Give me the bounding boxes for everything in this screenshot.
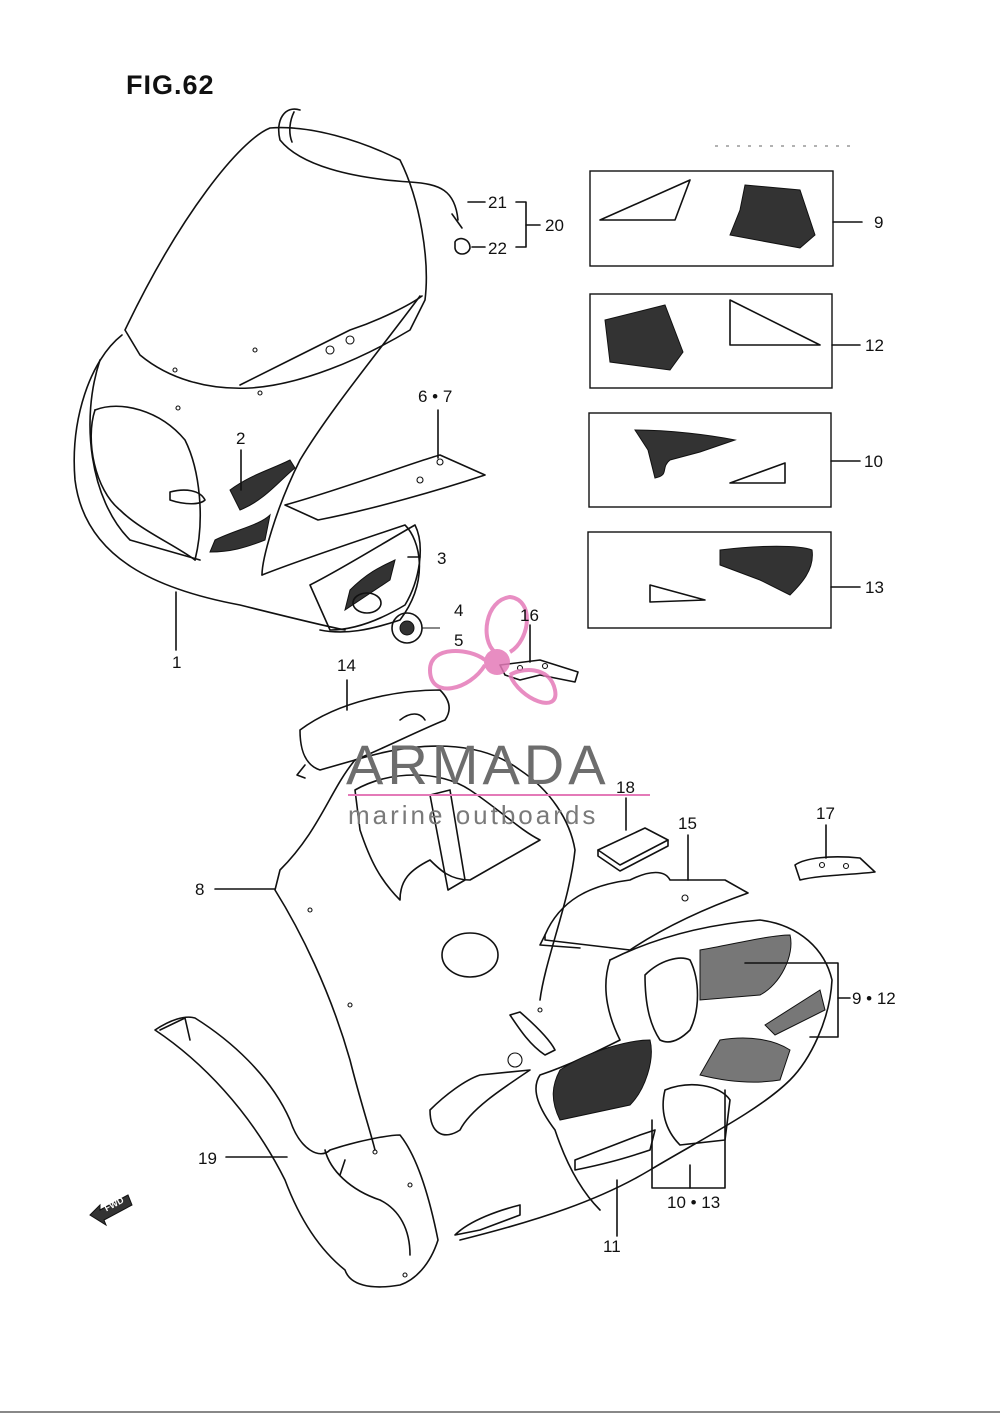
watermark-tagline: marine outboards (348, 800, 599, 830)
cover-part-15 (539, 834, 749, 951)
callout-19: 19 (198, 1149, 217, 1168)
callout-5: 5 (454, 631, 464, 650)
propeller-icon (427, 594, 558, 705)
watermark-brand: ARMADA (346, 733, 610, 796)
screw-part-22 (454, 237, 471, 255)
decal-box-9 (589, 170, 863, 267)
decal-box-13 (587, 531, 861, 629)
callout-13: 13 (865, 578, 884, 597)
decal-part-2 (209, 449, 296, 553)
side-cover-part-3 (309, 524, 421, 631)
bracket-part-17 (794, 824, 876, 881)
callout-20: 20 (545, 216, 564, 235)
callout-10: 10 (864, 452, 883, 471)
callout-15: 15 (678, 814, 697, 833)
forward-arrow-icon (89, 1194, 133, 1227)
callout-22: 22 (488, 239, 507, 258)
callout-9-12: 9 • 12 (852, 989, 896, 1008)
callout-18: 18 (616, 778, 635, 797)
cover-plate-6-7 (284, 409, 486, 521)
figure-title: FIG.62 (126, 70, 215, 100)
callout-1: 1 (172, 653, 182, 672)
callout-6-7: 6 • 7 (418, 387, 453, 406)
callout-4: 4 (454, 601, 464, 620)
callout-17: 17 (816, 804, 835, 823)
callout-9: 9 (874, 213, 884, 232)
under-panel-part-19 (154, 1016, 439, 1288)
callout-3: 3 (437, 549, 447, 568)
grommet-part-4-5 (391, 612, 440, 644)
windscreen-trim (278, 108, 463, 229)
middle-cowling-part-8 (214, 745, 576, 1151)
pad-part-18 (597, 797, 669, 872)
callout-21: 21 (488, 193, 507, 212)
callout-8: 8 (195, 880, 205, 899)
decal-box-10 (588, 412, 861, 508)
lower-cowling-part-11 (454, 919, 833, 1241)
callout-2: 2 (236, 429, 246, 448)
callout-10-13: 10 • 13 (667, 1193, 721, 1212)
callout-16: 16 (520, 606, 539, 625)
callout-11: 11 (603, 1237, 621, 1256)
callout-12: 12 (865, 336, 884, 355)
decal-box-12 (589, 293, 861, 389)
inner-panel-part-14 (296, 679, 450, 779)
upper-cowling (73, 126, 428, 633)
callout-14: 14 (337, 656, 356, 675)
leader-9-12 (744, 962, 851, 1038)
bracket-20 (515, 201, 527, 248)
leader-10-13 (651, 1089, 726, 1189)
